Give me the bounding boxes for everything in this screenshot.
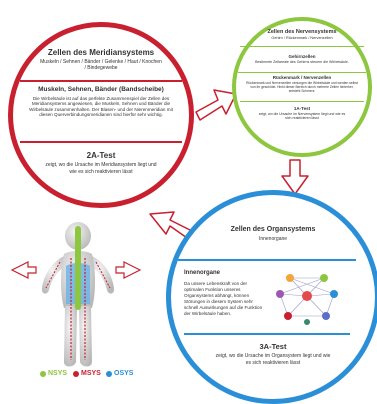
organ-test-text: zeigt, wo die Ursache im Organsystem lie…: [215, 353, 331, 366]
arrow-meridian-to-nerv: [195, 89, 237, 121]
nerv-circle: [232, 17, 372, 157]
meridian-section-text: Die Wirbelsäule ist auf das perfekte Zus…: [29, 96, 173, 118]
nerv-section2-title: Rückenmark / Nervenzellen: [272, 75, 332, 80]
nerv-section1-title: Gehirnzellen: [288, 54, 316, 59]
nerv-section2-text: Rückenmark und Nervenzellen versorgen di…: [246, 81, 358, 93]
organ-node: [286, 274, 294, 282]
meridian-section-title: Muskeln, Sehnen, Bänder (Bandscheibe): [38, 86, 164, 93]
organ-circle: [166, 190, 377, 404]
legend-dot-msys: [73, 370, 79, 377]
meridian-test-text: zeigt, wo die Ursache im Meridiansystem …: [45, 162, 157, 175]
nerv-divider-1: [240, 46, 364, 47]
figure-spine: [75, 226, 81, 310]
organ-test-title: 3A-Test: [259, 342, 287, 351]
nerv-subtitle: Gehirn / Rückenmark / Nervenzellen: [271, 36, 333, 40]
organ-divider-1: [178, 259, 356, 261]
nerv-test-title: 1A-Test: [293, 106, 311, 111]
organ-network-graphic: [276, 274, 338, 325]
organ-subtitle: Innenorgane: [258, 236, 288, 242]
legend-label-msys: MSYS: [81, 370, 101, 377]
organ-node: [330, 290, 338, 298]
legend-dot-osys: [106, 370, 112, 377]
nerv-divider-3: [240, 101, 364, 102]
arrow-nerv-to-organ: [281, 159, 309, 195]
legend-label-osys: OSYS: [114, 370, 134, 377]
meridian-test-title: 2A-Test: [86, 151, 116, 160]
human-figure: [41, 222, 115, 367]
legend-dot-nsys: [40, 370, 46, 377]
meridian-subtitle: Muskeln / Sehnen / Bänder / Gelenke / Ha…: [40, 59, 162, 71]
nerv-divider-2: [238, 72, 366, 73]
figure-meridian-line: [45, 261, 61, 289]
figure-meridian-line: [95, 261, 111, 289]
organ-section-title: Innenorgane: [184, 270, 221, 276]
organ-node: [284, 312, 292, 320]
meridian-title: Zellen des Meridiansystems: [47, 48, 155, 57]
meridian-divider-1: [20, 80, 182, 82]
arrow-left: [10, 261, 37, 279]
organ-section-text: Da unsere Lebenskraft von der optimalen …: [184, 281, 263, 316]
organ-title: Zellen des Organsystems: [230, 226, 316, 233]
organ-node: [276, 290, 284, 298]
organ-node: [304, 319, 310, 325]
nerv-title: Zellen des Nervensystems: [267, 29, 337, 35]
legend-item-osys: OSYS: [106, 370, 133, 377]
arrow-right: [115, 261, 142, 279]
legend-label-nsys: NSYS: [48, 370, 68, 377]
organ-divider-2: [184, 333, 350, 335]
nerv-section1-text: Bestimmte Zellareale des Gehirns steuern…: [255, 60, 349, 64]
organ-node: [322, 312, 330, 320]
legend-item-msys: MSYS: [73, 370, 101, 377]
meridian-divider-2: [20, 141, 182, 143]
organ-node-center: [302, 291, 312, 301]
organ-node: [320, 274, 328, 282]
nerv-test-text: zeigt, wo die Ursache im Nervensystem li…: [258, 112, 346, 121]
legend-item-nsys: NSYS: [40, 370, 67, 377]
meridian-circle: [8, 22, 194, 208]
